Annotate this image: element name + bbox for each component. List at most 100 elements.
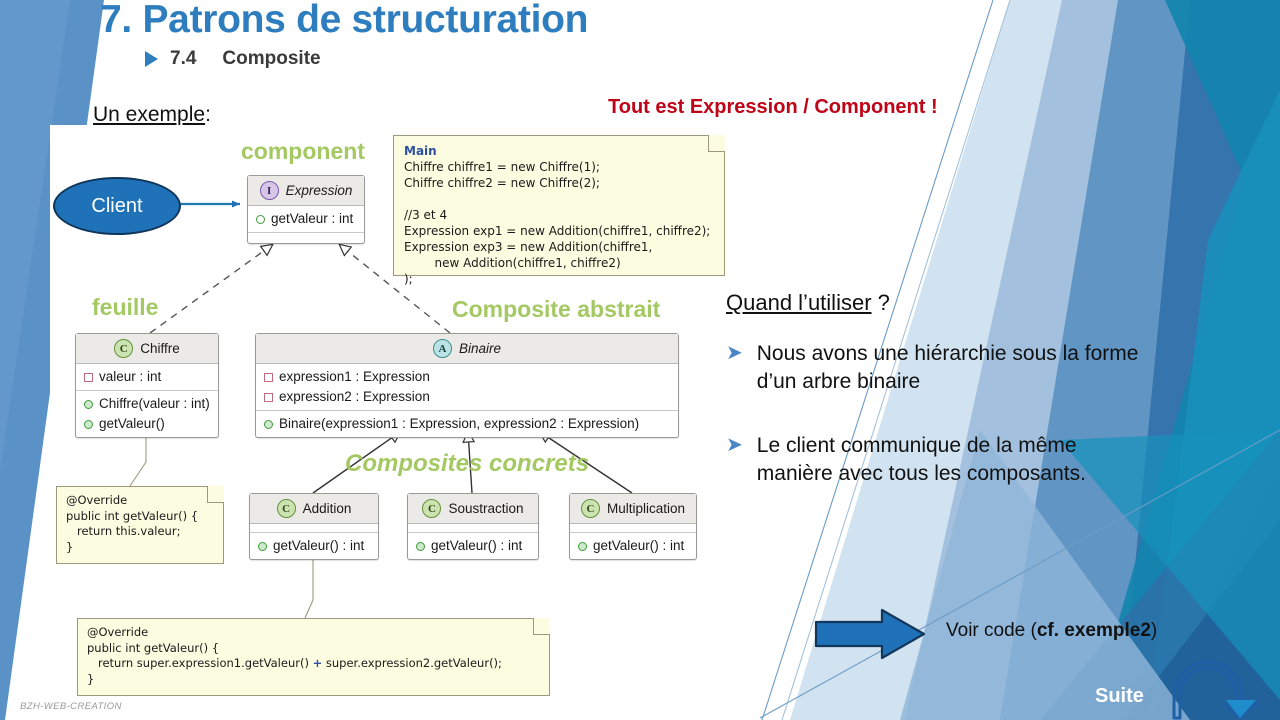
uml-empty-section xyxy=(250,524,378,533)
member-label: getValeur() xyxy=(99,416,165,431)
note-title: Main xyxy=(404,144,437,158)
member-visibility-icon xyxy=(256,214,265,224)
uml-class-header: C Multiplication xyxy=(570,494,696,524)
public-method-icon xyxy=(84,419,93,429)
uml-class-name: Soustraction xyxy=(448,501,524,516)
uml-class-expression: I Expression getValeur : int xyxy=(247,175,365,244)
public-method-icon xyxy=(258,541,267,551)
next-slide-label[interactable]: Suite xyxy=(1095,685,1144,707)
uml-member-row: getValeur : int xyxy=(256,209,356,229)
uml-member-row: expression1 : Expression xyxy=(264,367,670,387)
uml-attributes-section: valeur : int xyxy=(76,364,218,391)
note-body: Chiffre chiffre1 = new Chiffre(1); Chiff… xyxy=(404,160,711,286)
public-method-icon xyxy=(264,419,273,429)
class-badge-icon: C xyxy=(580,499,600,518)
uml-note-main: Main Chiffre chiffre1 = new Chiffre(1); … xyxy=(393,135,725,286)
uml-attributes-section: expression1 : Expression expression2 : E… xyxy=(256,364,678,411)
caption-composites-concrets: Composites concrets xyxy=(345,450,590,477)
uml-member-row: expression2 : Expression xyxy=(264,387,670,407)
uml-class-header: C Soustraction xyxy=(408,494,538,524)
private-field-icon xyxy=(264,392,273,402)
client-node: Client xyxy=(53,177,181,235)
uml-member-row: Binaire(expression1 : Expression, expres… xyxy=(264,414,670,434)
public-method-icon xyxy=(416,541,425,551)
member-label: getValeur : int xyxy=(271,211,354,226)
uml-methods-section: getValeur() : int xyxy=(408,533,538,559)
uml-member-row: getValeur() xyxy=(84,414,210,434)
class-badge-icon: C xyxy=(422,499,442,518)
uml-empty-section xyxy=(570,524,696,533)
note-fold-corner xyxy=(533,618,550,635)
right-arrow-icon xyxy=(814,608,926,660)
uml-class-chiffre: C Chiffre valeur : int Chiffre(valeur : … xyxy=(75,333,219,438)
member-label: getValeur() : int xyxy=(431,538,523,553)
caption-composite-abstrait: Composite abstrait xyxy=(452,296,661,322)
uml-class-header: I Expression xyxy=(248,176,364,206)
caption-component: component xyxy=(241,138,365,164)
bullet-label: Le client communique de la même manière … xyxy=(756,434,1086,485)
subsection-label: Composite xyxy=(222,48,321,69)
private-field-icon xyxy=(264,372,273,382)
caption-feuille: feuille xyxy=(92,294,159,320)
triangle-right-icon xyxy=(145,51,158,67)
uml-class-name: Multiplication xyxy=(606,501,686,516)
note-body: @Override public int getValeur() { retur… xyxy=(66,493,199,554)
uml-class-soustraction: C Soustraction getValeur() : int xyxy=(407,493,539,560)
uml-note-chiffre-getvaleur: @Override public int getValeur() { retur… xyxy=(56,486,224,564)
uml-member-row: getValeur() : int xyxy=(258,536,370,556)
uml-class-header: C Addition xyxy=(250,494,378,524)
subsection-number: 7.4 xyxy=(170,48,197,69)
uml-member-row: getValeur() : int xyxy=(416,536,530,556)
member-label: valeur : int xyxy=(99,369,162,384)
member-label: expression2 : Expression xyxy=(279,389,430,404)
uml-member-row: valeur : int xyxy=(84,367,210,387)
chevron-right-icon: ➤ xyxy=(726,342,743,364)
bullet-item-1: ➤ Nous avons une hiérarchie sous la form… xyxy=(726,340,1157,396)
interface-badge-icon: I xyxy=(259,181,279,200)
voir-code-emphasis: cf. exemple2 xyxy=(1036,620,1151,641)
uml-note-addition-getvaleur: @Override public int getValeur() { retur… xyxy=(77,618,550,696)
note-fold-corner xyxy=(708,135,725,152)
uml-methods-section: getValeur() : int xyxy=(570,533,696,559)
uml-member-row: getValeur() : int xyxy=(578,536,688,556)
page-title: 7. Patrons de structuration xyxy=(100,0,589,41)
bullet-item-2: ➤ Le client communique de la même manièr… xyxy=(726,432,1157,488)
chevron-right-icon: ➤ xyxy=(726,434,743,456)
member-label: getValeur() : int xyxy=(593,538,685,553)
uml-empty-section xyxy=(408,524,538,533)
uml-methods-section: Binaire(expression1 : Expression, expres… xyxy=(256,411,678,437)
uml-class-name: Binaire xyxy=(458,341,502,356)
uml-class-binaire: A Binaire expression1 : Expression expre… xyxy=(255,333,679,438)
question-mark: ? xyxy=(871,290,890,315)
uml-methods-section: getValeur : int xyxy=(248,206,364,233)
uml-class-name: Expression xyxy=(285,183,353,198)
member-label: expression1 : Expression xyxy=(279,369,430,384)
uml-class-header: C Chiffre xyxy=(76,334,218,364)
private-field-icon xyxy=(84,372,93,382)
member-label: Binaire(expression1 : Expression, expres… xyxy=(279,416,640,431)
uml-class-multiplication: C Multiplication getValeur() : int xyxy=(569,493,697,560)
next-curved-arrow-icon[interactable] xyxy=(1168,660,1280,720)
class-badge-icon: C xyxy=(276,499,296,518)
uml-class-addition: C Addition getValeur() : int xyxy=(249,493,379,560)
uml-class-name: Chiffre xyxy=(140,341,180,356)
uml-member-row: Chiffre(valeur : int) xyxy=(84,394,210,414)
uml-class-header: A Binaire xyxy=(256,334,678,364)
note-body-b: super.expression2.getValeur(); } xyxy=(87,656,502,686)
uml-class-name: Addition xyxy=(302,501,352,516)
member-label: getValeur() : int xyxy=(273,538,365,553)
note-operator: + xyxy=(312,656,323,670)
class-badge-icon: C xyxy=(114,339,134,358)
subsection-heading: 7.4 Composite xyxy=(145,48,321,70)
public-method-icon xyxy=(578,541,587,551)
callout-tout-est-expression: Tout est Expression / Component ! xyxy=(608,96,938,118)
bullet-label: Nous avons une hiérarchie sous la forme … xyxy=(756,342,1139,393)
uml-empty-section xyxy=(248,233,364,243)
uml-methods-section: Chiffre(valeur : int) getValeur() xyxy=(76,391,218,437)
public-method-icon xyxy=(84,399,93,409)
uml-methods-section: getValeur() : int xyxy=(250,533,378,559)
watermark: BZH-WEB-CREATION xyxy=(20,701,122,712)
example-label: Un exemple : xyxy=(93,103,211,126)
